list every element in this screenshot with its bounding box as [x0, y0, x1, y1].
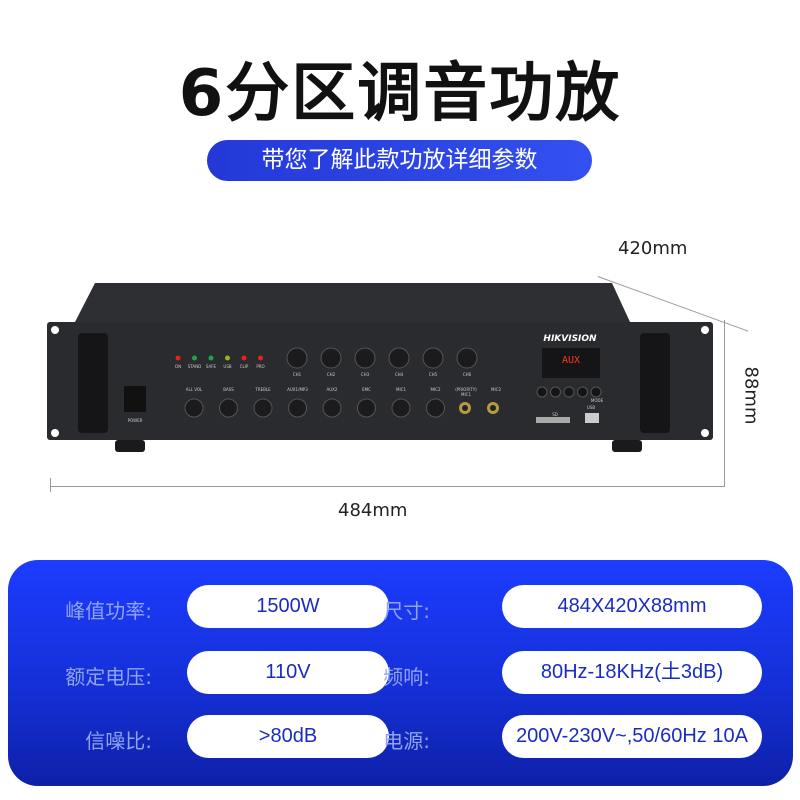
player-button[interactable]: [563, 386, 575, 398]
width-dimension-line: [50, 486, 725, 487]
spec-label: 额定电压:: [65, 665, 152, 689]
depth-label: 420mm: [618, 238, 688, 259]
indicator-led: [208, 355, 214, 361]
sd-label: SD: [552, 412, 558, 417]
spec-value: 110V: [187, 651, 389, 694]
indicator-led: [241, 355, 247, 361]
spec-label: 尺寸:: [383, 599, 430, 623]
spec-value: 1500W: [187, 585, 389, 628]
knob-label: AUX1/MP3: [287, 387, 308, 392]
control-knob[interactable]: [426, 398, 445, 418]
jack-label: (PRIORITY) MIC1: [455, 387, 477, 397]
height-dimension-line: [724, 320, 725, 486]
width-tick-left: [50, 478, 51, 492]
spec-label: 峰值功率:: [65, 599, 152, 623]
spec-value: 80Hz-18KHz(土3dB): [502, 651, 762, 694]
spec-label: 电源:: [383, 729, 430, 753]
channel-label: CH3: [360, 372, 370, 377]
channel-knob[interactable]: [286, 347, 308, 369]
spec-value: 200V-230V~,50/60Hz 10A: [502, 715, 762, 758]
indicator-led: [225, 355, 230, 361]
indicator-label: STAND: [187, 364, 202, 369]
player-button[interactable]: [550, 386, 561, 398]
knob-label: MIC2: [430, 387, 441, 392]
knob-label: AUX2: [326, 387, 338, 392]
knob-label: TREBLE: [255, 387, 271, 392]
indicator-label: CLIP: [239, 364, 249, 369]
page-title: 6分区调音功放: [178, 57, 622, 131]
indicator-led: [175, 355, 181, 361]
usb-label: USB: [586, 405, 596, 410]
indicator-label: ON: [174, 364, 182, 369]
channel-label: CH5: [428, 372, 438, 377]
indicator-label: USB: [223, 364, 232, 369]
spec-label: 频响:: [383, 665, 430, 689]
control-knob[interactable]: [391, 398, 411, 418]
player-button[interactable]: [590, 386, 602, 398]
channel-knob[interactable]: [422, 347, 444, 369]
knob-label: BASS: [223, 387, 234, 392]
channel-label: CH6: [462, 372, 472, 377]
jack-label: MIC2: [491, 387, 501, 392]
control-knob[interactable]: [288, 398, 307, 418]
channel-knob[interactable]: [388, 347, 410, 369]
subtitle-pill: 带您了解此款功放详细参数: [207, 140, 592, 181]
knob-label: MIC1: [396, 387, 406, 392]
indicator-led: [258, 355, 263, 361]
channel-knob[interactable]: [320, 347, 342, 369]
control-knob[interactable]: [184, 398, 204, 418]
knob-label: EMC: [362, 387, 371, 392]
brand-logo: HIKVISION: [543, 334, 597, 344]
channel-label: CH1: [292, 372, 302, 377]
spec-value: 484X420X88mm: [502, 585, 762, 628]
indicator-label: SAFE: [205, 364, 217, 369]
player-button[interactable]: [577, 386, 588, 398]
indicator-label: PRO: [256, 364, 265, 369]
indicator-led: [192, 355, 197, 361]
channel-label: CH2: [326, 372, 336, 377]
power-label: POWER: [127, 418, 143, 423]
control-knob[interactable]: [253, 398, 273, 418]
channel-knob[interactable]: [354, 347, 376, 369]
spec-label: 信噪比:: [85, 729, 152, 753]
width-label: 484mm: [338, 500, 408, 521]
control-knob[interactable]: [357, 398, 376, 418]
mode-label: MODE: [590, 398, 604, 403]
spec-value: >80dB: [187, 715, 389, 758]
control-knob[interactable]: [322, 398, 342, 418]
display-readout: AUX: [561, 355, 581, 366]
control-knob[interactable]: [219, 398, 238, 418]
channel-knob[interactable]: [456, 347, 478, 369]
player-button[interactable]: [536, 386, 548, 398]
amplifier-image: [47, 283, 713, 452]
knob-label: ALL VOL: [185, 387, 203, 392]
channel-label: CH4: [394, 372, 404, 377]
